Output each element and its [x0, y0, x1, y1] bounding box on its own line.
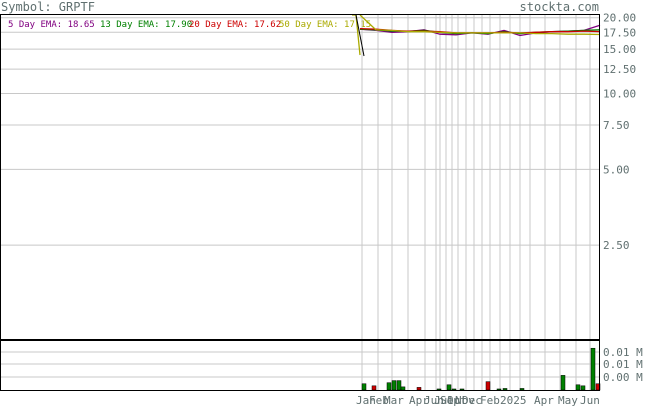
- price-y-tick-label: 17.50: [603, 26, 636, 39]
- volume-bar: [451, 388, 457, 391]
- price-y-tick-label: 7.50: [603, 119, 630, 132]
- volume-y-tick-label: 0.01 M: [603, 358, 643, 371]
- ema-line-50-day-ema: [359, 14, 601, 36]
- x-tick-label: Nov: [455, 394, 475, 406]
- price-y-tick-label: 5.00: [603, 163, 630, 176]
- x-tick-label: Jun: [424, 394, 444, 406]
- x-tick-label: Sep: [440, 394, 460, 406]
- price-series: [352, 14, 601, 57]
- price-entry-line: [355, 14, 365, 57]
- site-name: stockta.com: [520, 0, 599, 14]
- x-tick-label: Mar: [384, 394, 404, 406]
- volume-bar: [446, 384, 452, 391]
- symbol-label: Symbol: GRPTF: [1, 0, 95, 14]
- price-panel-frame: [0, 14, 600, 340]
- x-tick-label: May: [558, 394, 578, 406]
- x-tick-label: Feb: [369, 394, 389, 406]
- legend-ema20: 20 Day EMA: 17.62: [189, 20, 281, 30]
- price-grid: [0, 15, 600, 340]
- volume-y-axis: 0.01 M0.01 M0.00 M: [603, 346, 643, 384]
- volume-y-tick-label: 0.00 M: [603, 371, 643, 384]
- price-y-tick-label: 15.00: [603, 43, 636, 56]
- x-tick-label: Dec: [462, 394, 482, 406]
- volume-bar: [436, 388, 442, 391]
- legend-ema5: 5 Day EMA: 18.65: [8, 20, 95, 30]
- volume-bar: [386, 382, 392, 391]
- volume-grid: [0, 341, 600, 390]
- price-y-tick-label: 2.50: [603, 239, 630, 252]
- volume-bar: [400, 386, 406, 391]
- volume-bar: [575, 384, 581, 391]
- price-y-tick-label: 20.00: [603, 12, 636, 25]
- volume-bar: [590, 347, 596, 391]
- price-y-tick-label: 10.00: [603, 88, 636, 101]
- price-y-tick-label: 12.50: [603, 63, 636, 76]
- x-tick-label: Oct: [447, 394, 467, 406]
- volume-bar: [485, 381, 491, 391]
- x-tick-label: Jan: [356, 394, 376, 406]
- volume-bar: [416, 387, 422, 391]
- legend-ema50: 50 Day EMA: 17.15: [279, 20, 371, 30]
- volume-panel-frame: [0, 340, 600, 391]
- volume-bar: [391, 380, 397, 391]
- x-tick-label: Feb: [480, 394, 500, 406]
- volume-bar: [560, 375, 566, 391]
- volume-bars: [361, 347, 601, 391]
- x-tick-label: Apr: [534, 394, 554, 406]
- x-tick-label: Apr: [409, 394, 429, 406]
- volume-bar: [371, 385, 377, 391]
- ema-legend: 5 Day EMA: 18.65 13 Day EMA: 17.90 20 Da…: [8, 20, 371, 30]
- volume-bar: [496, 388, 502, 391]
- x-tick-label: 2025: [500, 394, 527, 406]
- volume-bar: [580, 385, 586, 391]
- x-tick-label: Jun: [580, 394, 600, 406]
- volume-bar: [502, 388, 508, 391]
- volume-y-tick-label: 0.01 M: [603, 346, 643, 359]
- volume-bar: [459, 388, 465, 391]
- volume-bar: [519, 388, 525, 391]
- volume-bar: [361, 383, 367, 391]
- legend-ema13: 13 Day EMA: 17.90: [100, 20, 192, 30]
- volume-bar: [396, 380, 402, 391]
- x-tick-label: Jul: [434, 394, 454, 406]
